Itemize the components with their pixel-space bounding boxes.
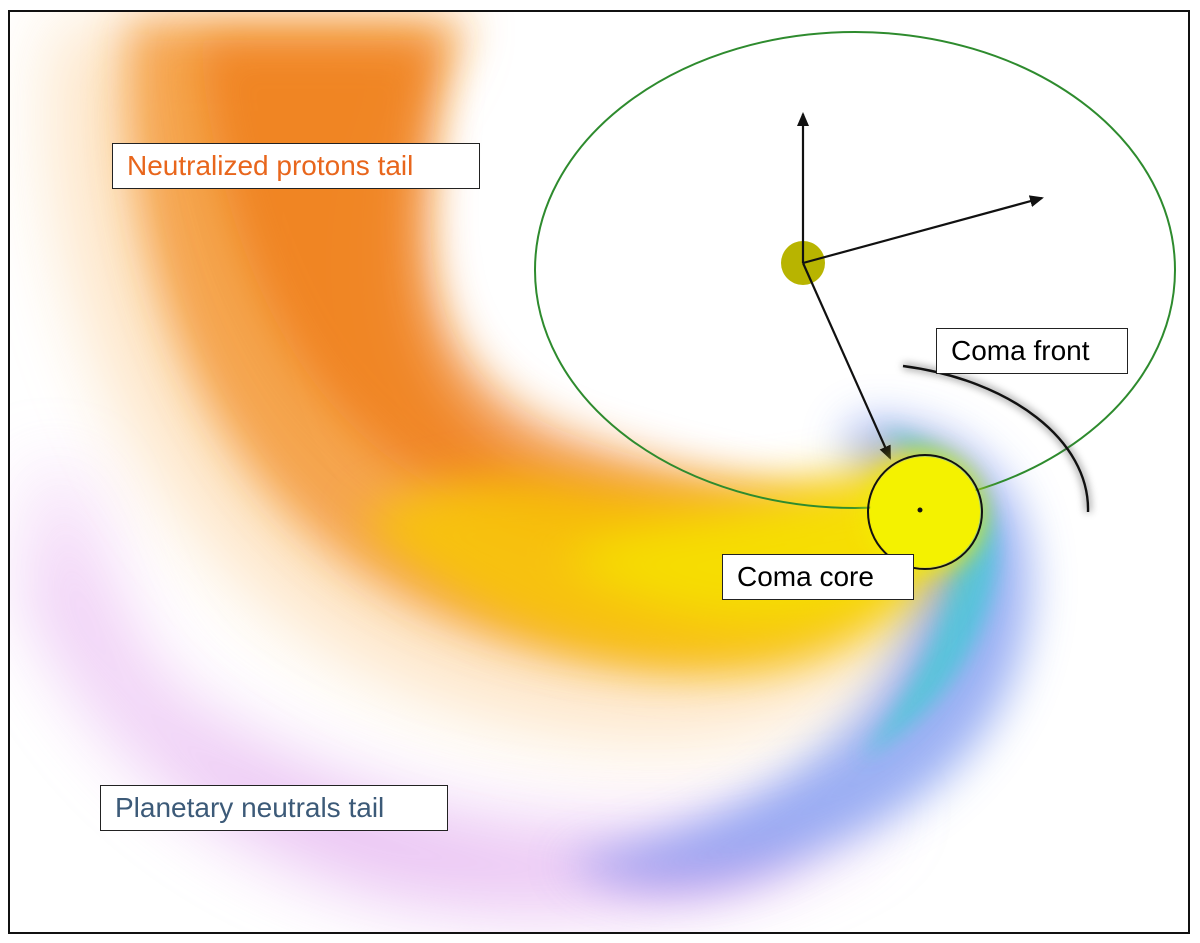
coma-core-label: Coma core	[722, 554, 914, 600]
neutralized-protons-tail-label: Neutralized protons tail	[112, 143, 480, 189]
coma-core-fill	[870, 457, 980, 567]
planet-dot	[917, 507, 923, 513]
coma-front-text: Coma front	[951, 335, 1090, 366]
planetary-neutrals-tail-label: Planetary neutrals tail	[100, 785, 448, 831]
axis-arrow-to-planet	[801, 262, 892, 460]
coma-core-circle	[867, 454, 983, 570]
axis-arrow-right	[802, 195, 1044, 265]
orbit-ellipse	[534, 31, 1176, 509]
planetary-neutrals-tail-text: Planetary neutrals tail	[115, 792, 385, 823]
neutralized-protons-tail-text: Neutralized protons tail	[127, 150, 414, 181]
coma-front-label: Coma front	[936, 328, 1128, 374]
coma-core-text: Coma core	[737, 561, 874, 592]
